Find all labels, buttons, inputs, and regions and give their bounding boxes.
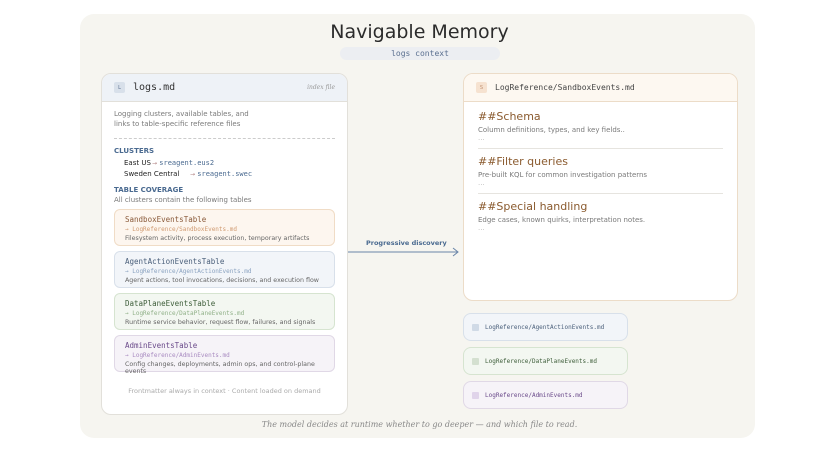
section-heading: ##Filter queries [478,155,568,168]
index-footer: Frontmatter always in context · Content … [128,386,321,395]
clusters-heading: CLUSTERS [114,146,155,155]
cluster-value: sreagent.eus2 [159,158,215,167]
cluster-name: Sweden Central [124,169,180,178]
table-link[interactable]: → LogReference/AdminEvents.md [125,351,230,359]
arrow-icon: → [152,159,158,167]
caption: The model decides at runtime whether to … [261,420,578,429]
cluster-row: Sweden Central → sreagent.swec [124,170,335,178]
table-card[interactable]: AdminEventsTable→ LogReference/AdminEven… [114,334,335,375]
table-name: AgentActionEventsTable [125,256,225,266]
reference-file-path: LogReference/AgentActionEvents.md [485,323,605,331]
section-ellipsis: ... [478,179,485,187]
reference-file-path: LogReference/AdminEvents.md [485,391,583,399]
coverage-note: All clusters contain the following table… [114,195,252,204]
reference-file-item[interactable]: LogReference/AdminEvents.md [463,381,628,409]
diagram-title: Navigable Memory [330,21,509,43]
file-icon [472,391,479,399]
file-icon [472,323,479,331]
cluster-row: East US→ sreagent.eus2 [124,159,335,167]
table-name: AdminEventsTable [125,340,198,350]
table-link[interactable]: → LogReference/AgentActionEvents.md [125,267,252,275]
section-heading: ##Schema [478,110,541,123]
index-header: L logs.md index file [102,74,347,102]
reference-file-path: LogReference/DataPlaneEvents.md [485,357,597,365]
table-name: DataPlaneEventsTable [125,298,216,308]
discovery-arrow [348,247,459,257]
reference-file-card: S LogReference/SandboxEvents.md ##Schema… [463,73,738,301]
table-card[interactable]: SandboxEventsTable→ LogReference/Sandbox… [114,208,335,246]
section-heading: ##Special handling [478,200,588,213]
table-link[interactable]: → LogReference/DataPlaneEvents.md [125,309,245,317]
arrow-icon: → [190,170,196,178]
section-ellipsis: ... [478,134,485,142]
context-pill: logs context [340,47,500,60]
divider [114,137,335,139]
index-description: Logging clusters, available tables, and … [114,110,249,128]
reference-header: S LogReference/SandboxEvents.md [464,74,737,102]
index-tag: index file [307,84,335,91]
section-ellipsis: ... [478,224,485,232]
section-description: Edge cases, known quirks, interpretation… [478,216,646,224]
cluster-value: sreagent.swec [197,169,253,178]
arrow-label: Progressive discovery [366,239,447,247]
file-icon: L [114,82,125,93]
table-card[interactable]: AgentActionEventsTable→ LogReference/Age… [114,250,335,288]
reference-file-item[interactable]: LogReference/DataPlaneEvents.md [463,347,628,375]
reference-filename: LogReference/SandboxEvents.md [495,83,635,92]
index-filename: logs.md [133,82,176,93]
index-file-card: L logs.md index file Logging clusters, a… [101,73,348,415]
table-card[interactable]: DataPlaneEventsTable→ LogReference/DataP… [114,292,335,330]
table-description: Agent actions, tool invocations, decisio… [125,276,319,284]
coverage-heading: TABLE COVERAGE [114,185,184,194]
section-description: Column definitions, types, and key field… [478,126,625,134]
table-description: Runtime service behavior, request flow, … [125,318,316,326]
file-icon [472,357,479,365]
section-description: Pre-built KQL for common investigation p… [478,171,648,179]
table-description: Filesystem activity, process execution, … [125,234,310,242]
file-icon: S [476,82,487,93]
table-description: Config changes, deployments, admin ops, … [125,360,315,375]
cluster-name: East US [124,158,151,167]
reference-file-item[interactable]: LogReference/AgentActionEvents.md [463,313,628,341]
table-name: SandboxEventsTable [125,214,207,224]
table-link[interactable]: → LogReference/SandboxEvents.md [125,225,237,233]
